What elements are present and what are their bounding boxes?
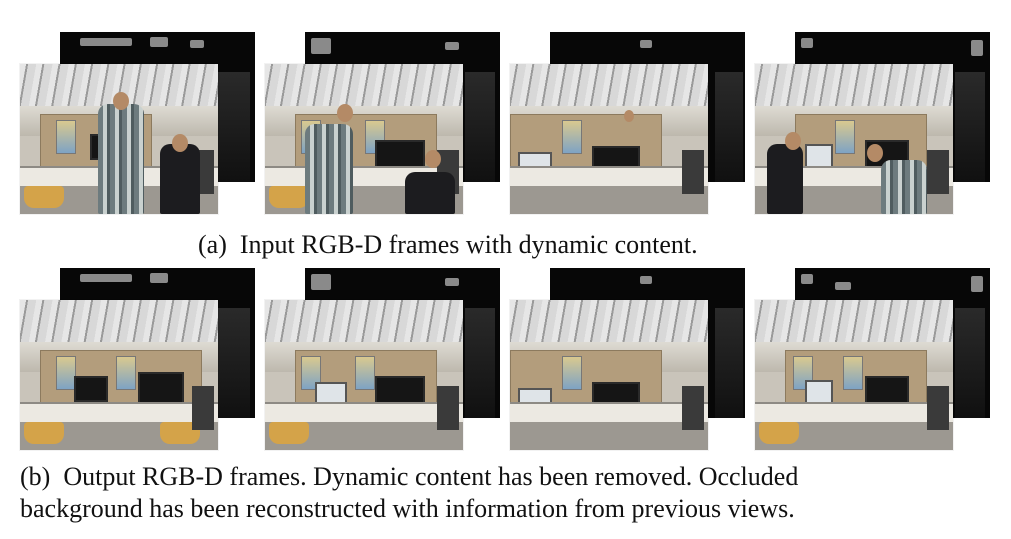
rgb-frame (510, 64, 708, 214)
rgb-frame (20, 64, 218, 214)
input-frame-4 (755, 32, 990, 214)
input-frame-2 (265, 32, 500, 214)
rgb-frame (755, 64, 953, 214)
output-frame-3 (510, 268, 745, 450)
caption-a: (a) Input RGB-D frames with dynamic cont… (198, 230, 698, 259)
rgb-frame (265, 300, 463, 450)
caption-b-line-1: (b) Output RGB-D frames. Dynamic content… (20, 462, 799, 491)
input-frame-3 (510, 32, 745, 214)
output-frame-2 (265, 268, 500, 450)
rgb-frame (755, 300, 953, 450)
rgb-frame (20, 300, 218, 450)
output-frame-1 (20, 268, 255, 450)
input-frame-1 (20, 32, 255, 214)
output-frame-4 (755, 268, 990, 450)
rgb-frame (510, 300, 708, 450)
caption-b-line-2: background has been reconstructed with i… (20, 494, 795, 523)
rgb-frame (265, 64, 463, 214)
